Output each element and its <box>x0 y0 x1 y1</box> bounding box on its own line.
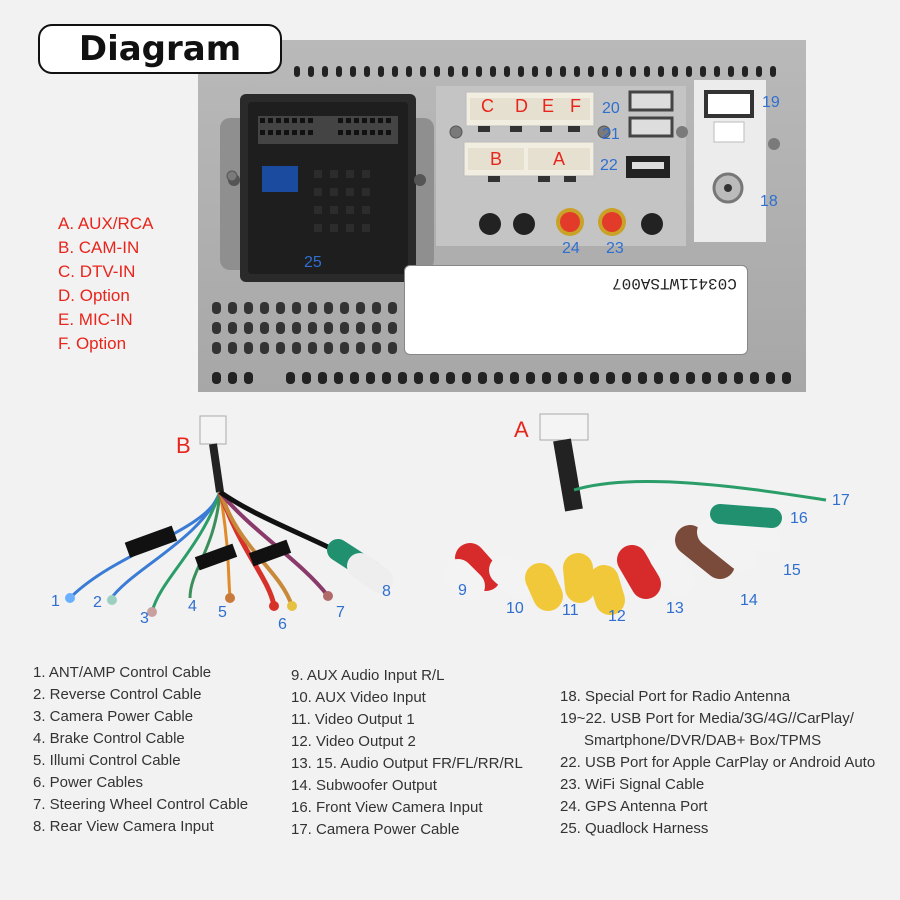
cable-number-15: 15 <box>783 562 801 579</box>
connector-cdef <box>465 91 595 132</box>
list-item: 11. Video Output 1 <box>291 711 415 728</box>
list-item: 19~22. USB Port for Media/3G/4G//CarPlay… <box>560 710 854 727</box>
quadlock-connector <box>220 94 434 282</box>
cable-list-column-1: 1. ANT/AMP Control Cable 2. Reverse Cont… <box>33 662 248 838</box>
legend-item-d: D. Option <box>58 286 130 305</box>
port-number-18: 18 <box>760 193 778 210</box>
harness-a-label: A <box>514 417 529 442</box>
cable-number-11: 11 <box>562 602 579 619</box>
list-item: 22. USB Port for Apple CarPlay or Androi… <box>560 754 876 771</box>
cable-number-4: 4 <box>188 598 197 615</box>
list-item: 25. Quadlock Harness <box>560 820 709 837</box>
special-port-block <box>676 80 780 242</box>
bottom-vent-holes <box>212 372 791 384</box>
top-vent-holes <box>294 66 776 77</box>
title-badge: Diagram <box>38 24 282 74</box>
list-item: 5. Illumi Control Cable <box>33 752 181 769</box>
list-item: 9. AUX Audio Input R/L <box>291 667 445 684</box>
panel-screws <box>226 125 611 182</box>
list-item: 16. Front View Camera Input <box>291 799 483 816</box>
antenna-ports <box>479 208 663 236</box>
list-item: 17. Camera Power Cable <box>291 821 460 838</box>
cable-number-6: 6 <box>278 616 287 633</box>
legend-item-c: C. DTV-IN <box>58 262 136 281</box>
list-item: Smartphone/DVR/DAB+ Box/TPMS <box>584 732 822 749</box>
port-number-25: 25 <box>304 254 322 271</box>
usb-ports <box>626 90 674 178</box>
sticker-code: C03411WTSA007 <box>612 274 737 292</box>
legend-item-e: E. MIC-IN <box>58 310 133 329</box>
page-title: Diagram <box>78 29 242 69</box>
port-label-a: A <box>553 149 566 169</box>
list-item: 2. Reverse Control Cable <box>33 686 202 703</box>
port-number-19: 19 <box>762 94 780 111</box>
port-number-24: 24 <box>562 240 580 257</box>
list-item: 6. Power Cables <box>33 774 144 791</box>
list-item: 12. Video Output 2 <box>291 733 416 750</box>
list-item: 14. Subwoofer Output <box>291 777 437 794</box>
cable-number-17: 17 <box>832 492 850 509</box>
cable-number-5: 5 <box>218 604 227 621</box>
list-item: 24. GPS Antenna Port <box>560 798 708 815</box>
port-number-21: 21 <box>602 126 620 143</box>
list-item: 23. WiFi Signal Cable <box>560 776 705 793</box>
harness-a-cable <box>443 413 827 615</box>
port-number-20: 20 <box>602 100 620 117</box>
list-item: 10. AUX Video Input <box>291 689 426 706</box>
cable-number-3: 3 <box>140 610 149 627</box>
cable-number-2: 2 <box>93 594 102 611</box>
cable-number-9: 9 <box>458 582 467 599</box>
cable-number-7: 7 <box>336 604 345 621</box>
port-number-23: 23 <box>606 240 624 257</box>
list-item: 18. Special Port for Radio Antenna <box>560 688 791 705</box>
port-label-c: C <box>481 96 494 116</box>
harness-b-cable <box>65 415 393 617</box>
harness-b-label: B <box>176 433 191 458</box>
list-item: 1. ANT/AMP Control Cable <box>33 664 212 681</box>
list-item: 4. Brake Control Cable <box>33 730 185 747</box>
legend-item-b: B. CAM-IN <box>58 238 140 257</box>
cable-number-8: 8 <box>382 583 391 600</box>
back-panel-drawing <box>212 66 791 384</box>
legend-item-a: A. AUX/RCA <box>58 214 154 233</box>
connector-legend: A. AUX/RCA B. CAM-IN C. DTV-IN D. Option… <box>58 212 153 356</box>
port-label-d: D <box>515 96 528 116</box>
device-sticker: C03411WTSA007 <box>404 265 748 355</box>
side-vent-holes <box>212 302 397 354</box>
port-label-b: B <box>490 149 503 169</box>
cable-number-12: 12 <box>608 608 626 625</box>
cable-number-14: 14 <box>740 592 758 609</box>
cable-list-column-3: 18. Special Port for Radio Antenna 19~22… <box>560 686 875 840</box>
port-label-e: E <box>542 96 555 116</box>
list-item: 13. 15. Audio Output FR/FL/RR/RL <box>291 755 523 772</box>
cable-number-13: 13 <box>666 600 684 617</box>
list-item: 3. Camera Power Cable <box>33 708 194 725</box>
harness-drawings <box>65 413 827 617</box>
cable-number-16: 16 <box>790 510 808 527</box>
list-item: 7. Steering Wheel Control Cable <box>33 796 249 813</box>
port-number-22: 22 <box>600 157 618 174</box>
head-unit-back-panel <box>198 40 806 392</box>
connector-ab <box>463 141 595 182</box>
cable-list-column-2: 9. AUX Audio Input R/L 10. AUX Video Inp… <box>291 665 523 841</box>
port-label-f: F <box>570 96 581 116</box>
list-item: 8. Rear View Camera Input <box>33 818 214 835</box>
cable-number-1: 1 <box>51 593 60 610</box>
cable-number-10: 10 <box>506 600 524 617</box>
legend-item-f: F. Option <box>58 334 127 353</box>
